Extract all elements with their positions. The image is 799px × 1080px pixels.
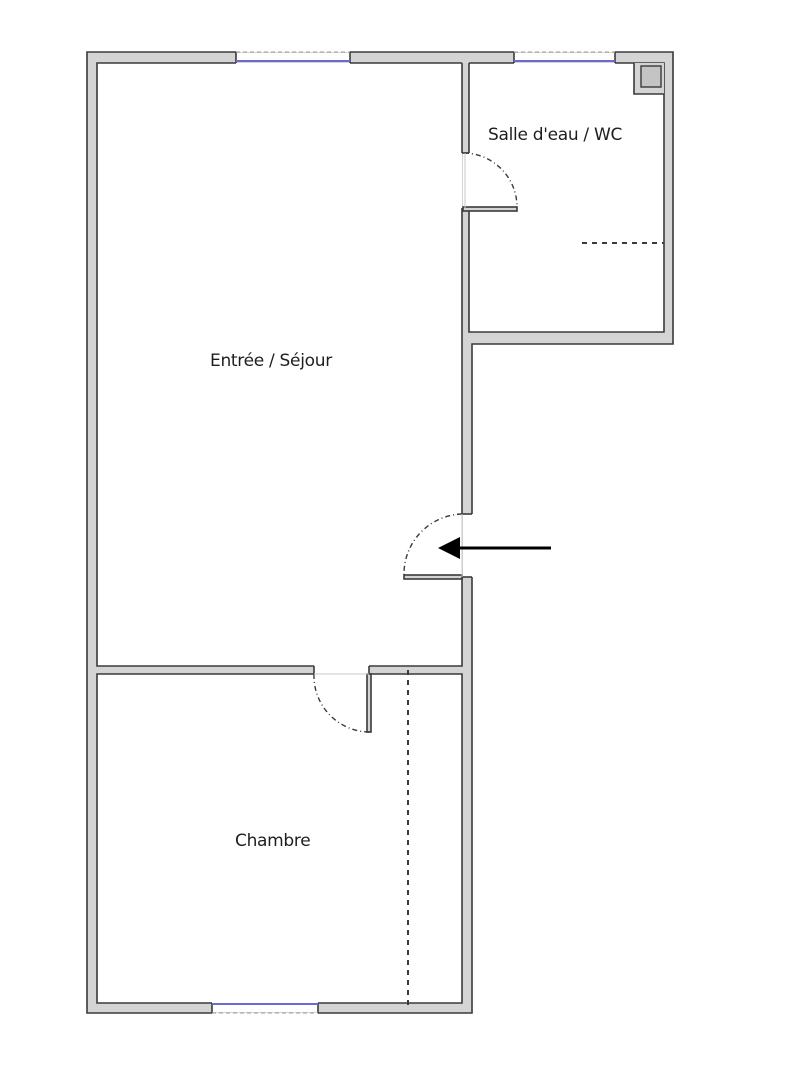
door-entrance <box>403 513 463 580</box>
room-label-sejour: Entrée / Séjour <box>210 351 332 371</box>
wall-left <box>87 52 97 1013</box>
window-chambre-bottom <box>212 1003 318 1014</box>
room-label-chambre: Chambre <box>235 831 311 851</box>
room-label-salle-eau: Salle d'eau / WC <box>488 125 623 145</box>
door-chambre <box>313 673 372 733</box>
wall-top <box>87 52 672 63</box>
entrance-arrow <box>438 537 551 559</box>
window-sejour-top <box>236 51 350 62</box>
wall-partition-chambre <box>97 666 472 674</box>
wall-bath-right <box>664 52 673 344</box>
window-bath-top <box>514 51 615 62</box>
wall-bath-bottom <box>462 332 673 344</box>
door-bathroom <box>462 152 518 212</box>
